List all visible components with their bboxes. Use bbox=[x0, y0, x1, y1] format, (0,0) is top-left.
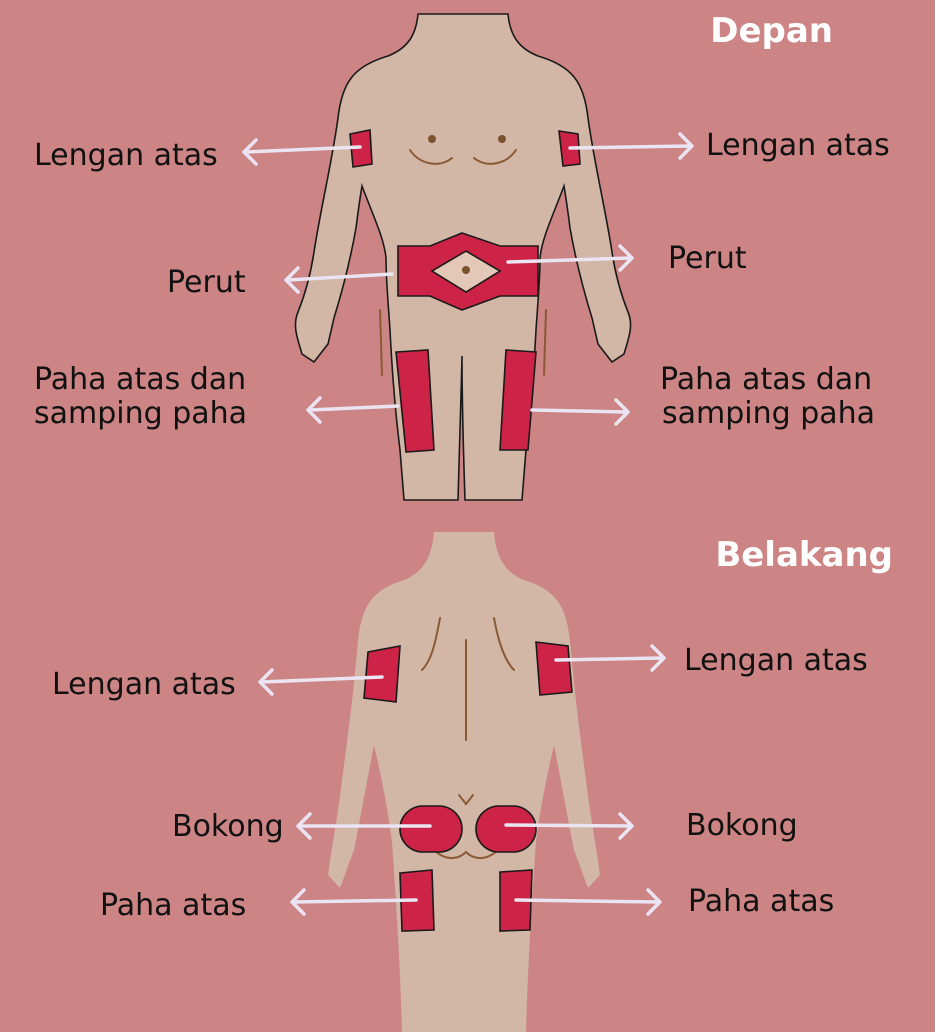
front-zone-thigh-right bbox=[500, 350, 536, 450]
front-label-thigh-right-line2: samping paha bbox=[662, 396, 875, 431]
back-arrow-thigh-right bbox=[516, 890, 660, 914]
front-label-upper-arm-left: Lengan atas bbox=[34, 138, 218, 173]
front-nipple-left bbox=[428, 135, 436, 143]
front-arm-line-right bbox=[544, 310, 546, 375]
front-label-thigh-right-line1: Paha atas dan bbox=[660, 362, 872, 397]
back-label-buttock-right: Bokong bbox=[686, 808, 798, 843]
front-arrow-thigh-left bbox=[308, 398, 398, 422]
front-body-figure bbox=[295, 14, 630, 500]
back-label-upper-arm-left: Lengan atas bbox=[52, 667, 236, 702]
back-body-silhouette bbox=[328, 532, 600, 1032]
front-nipple-right bbox=[498, 135, 506, 143]
front-label-thigh-left-line1: Paha atas dan bbox=[34, 362, 246, 397]
back-title: Belakang bbox=[715, 535, 893, 575]
front-navel bbox=[462, 266, 470, 274]
front-label-abdomen-left: Perut bbox=[167, 265, 246, 300]
back-label-thigh-left: Paha atas bbox=[100, 888, 246, 923]
back-label-upper-arm-right: Lengan atas bbox=[684, 643, 868, 678]
back-zone-buttock-right bbox=[476, 806, 536, 852]
front-label-upper-arm-right: Lengan atas bbox=[706, 128, 890, 163]
front-title: Depan bbox=[710, 11, 833, 51]
front-label-thigh-left-line2: samping paha bbox=[34, 396, 247, 431]
back-label-thigh-right: Paha atas bbox=[688, 884, 834, 919]
back-body-figure bbox=[328, 532, 600, 1032]
back-zone-buttock-left bbox=[400, 806, 462, 852]
back-label-buttock-left: Bokong bbox=[172, 809, 284, 844]
back-zone-upper-arm-left bbox=[364, 646, 400, 702]
front-arm-line-left bbox=[380, 310, 382, 375]
front-label-abdomen-right: Perut bbox=[668, 241, 747, 276]
front-arrow-thigh-right bbox=[532, 400, 628, 424]
back-zone-upper-arm-right bbox=[536, 642, 572, 695]
